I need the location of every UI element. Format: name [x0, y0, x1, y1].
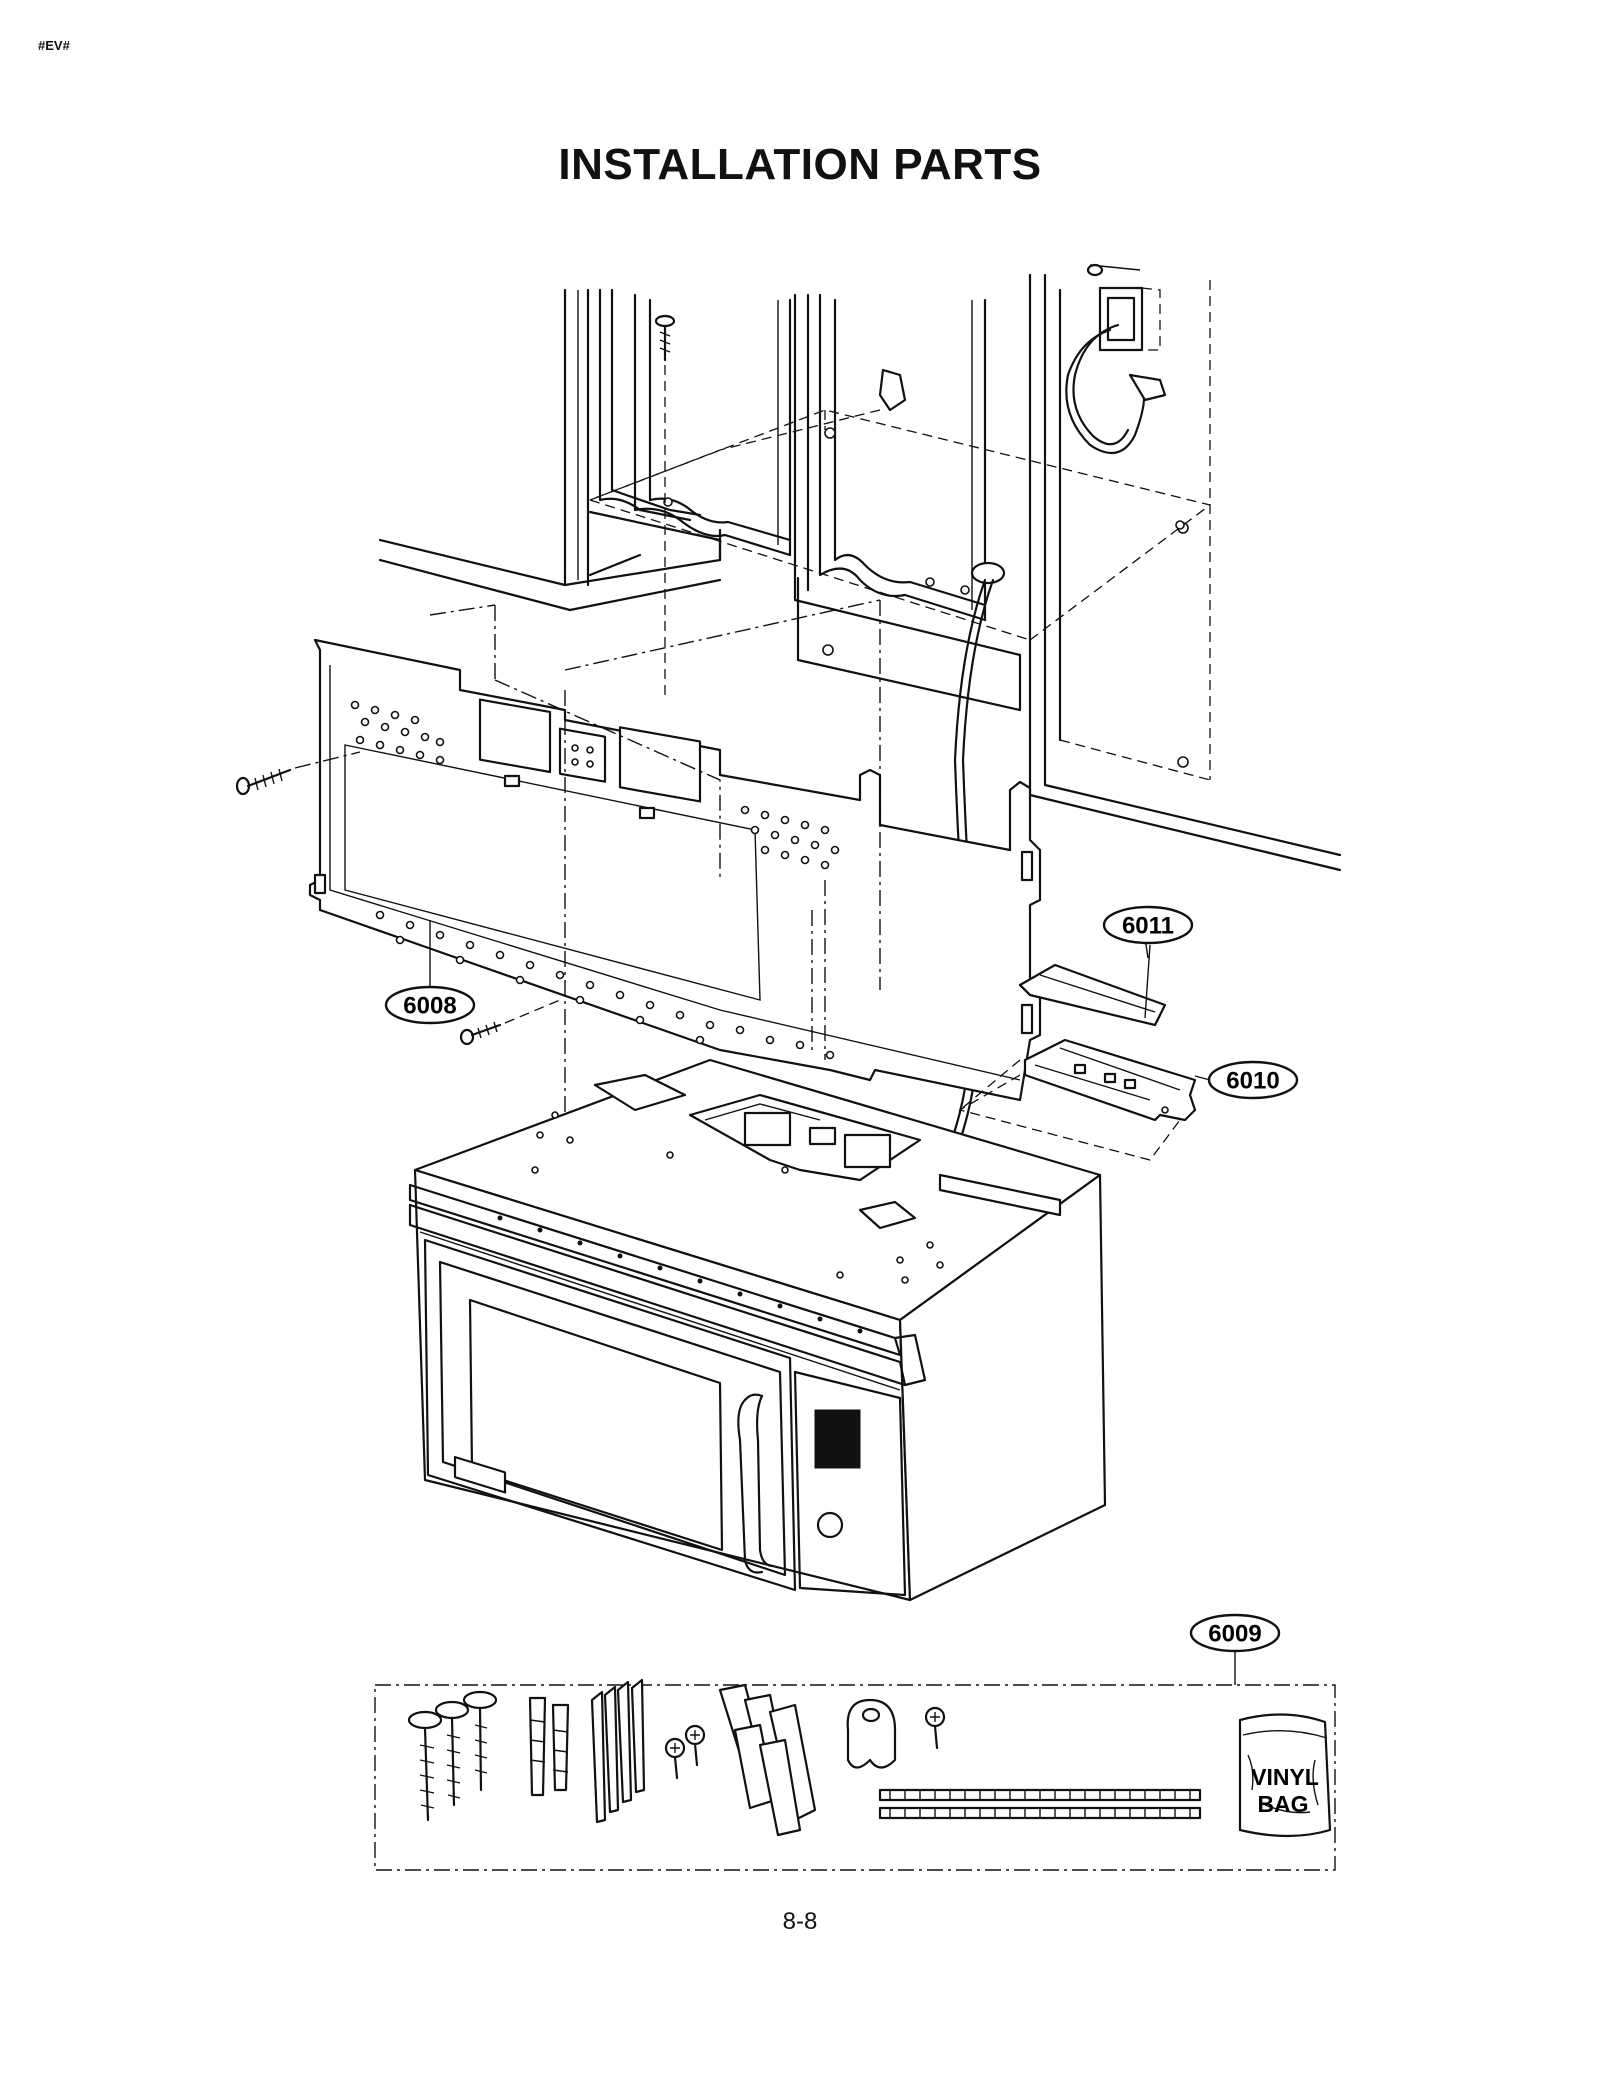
- kit-small-screws: [664, 1724, 706, 1780]
- callout-6008: 6008: [384, 985, 476, 1025]
- wall-outlet: [1086, 263, 1161, 352]
- vinyl-bag-icon: VINYL BAG: [1238, 1713, 1332, 1838]
- document-code: #EV#: [38, 38, 70, 53]
- microwave-oven: [408, 1058, 1107, 1602]
- kit-anchors: [528, 1696, 570, 1797]
- bag-label-line2: BAG: [1257, 1791, 1308, 1817]
- kit-cable-clamp: [846, 1698, 897, 1769]
- part-6011-cover: [1018, 944, 1167, 1027]
- wall-screw-left: [235, 751, 361, 796]
- kit-wing-toggles: [718, 1683, 817, 1837]
- callout-6009: 6009: [1189, 1613, 1281, 1653]
- part-6010-box: [958, 1038, 1197, 1161]
- wall-screw-lower: [459, 999, 561, 1046]
- ceiling-screw: [654, 314, 676, 700]
- mounting-plate: [308, 638, 1042, 1102]
- svg-text:6009: 6009: [1208, 1621, 1261, 1648]
- kit-toggle-bolts: [590, 1678, 646, 1824]
- wall-cabinets: [378, 273, 1342, 872]
- bag-label-line1: VINYL: [1251, 1764, 1319, 1790]
- kit-long-screws: [407, 1690, 498, 1822]
- svg-text:6011: 6011: [1122, 913, 1174, 940]
- kit-hook-strips: [878, 1788, 1202, 1820]
- hardware-kit: VINYL BAG: [374, 1678, 1336, 1871]
- svg-text:6008: 6008: [403, 993, 456, 1020]
- callout-6011: 6011: [1102, 905, 1194, 945]
- page-title: INSTALLATION PARTS: [558, 140, 1042, 189]
- kit-clamp-screw: [924, 1706, 946, 1750]
- callout-6010: 6010: [1207, 1060, 1299, 1100]
- page-number: 8-8: [782, 1908, 818, 1935]
- svg-text:6010: 6010: [1226, 1068, 1279, 1095]
